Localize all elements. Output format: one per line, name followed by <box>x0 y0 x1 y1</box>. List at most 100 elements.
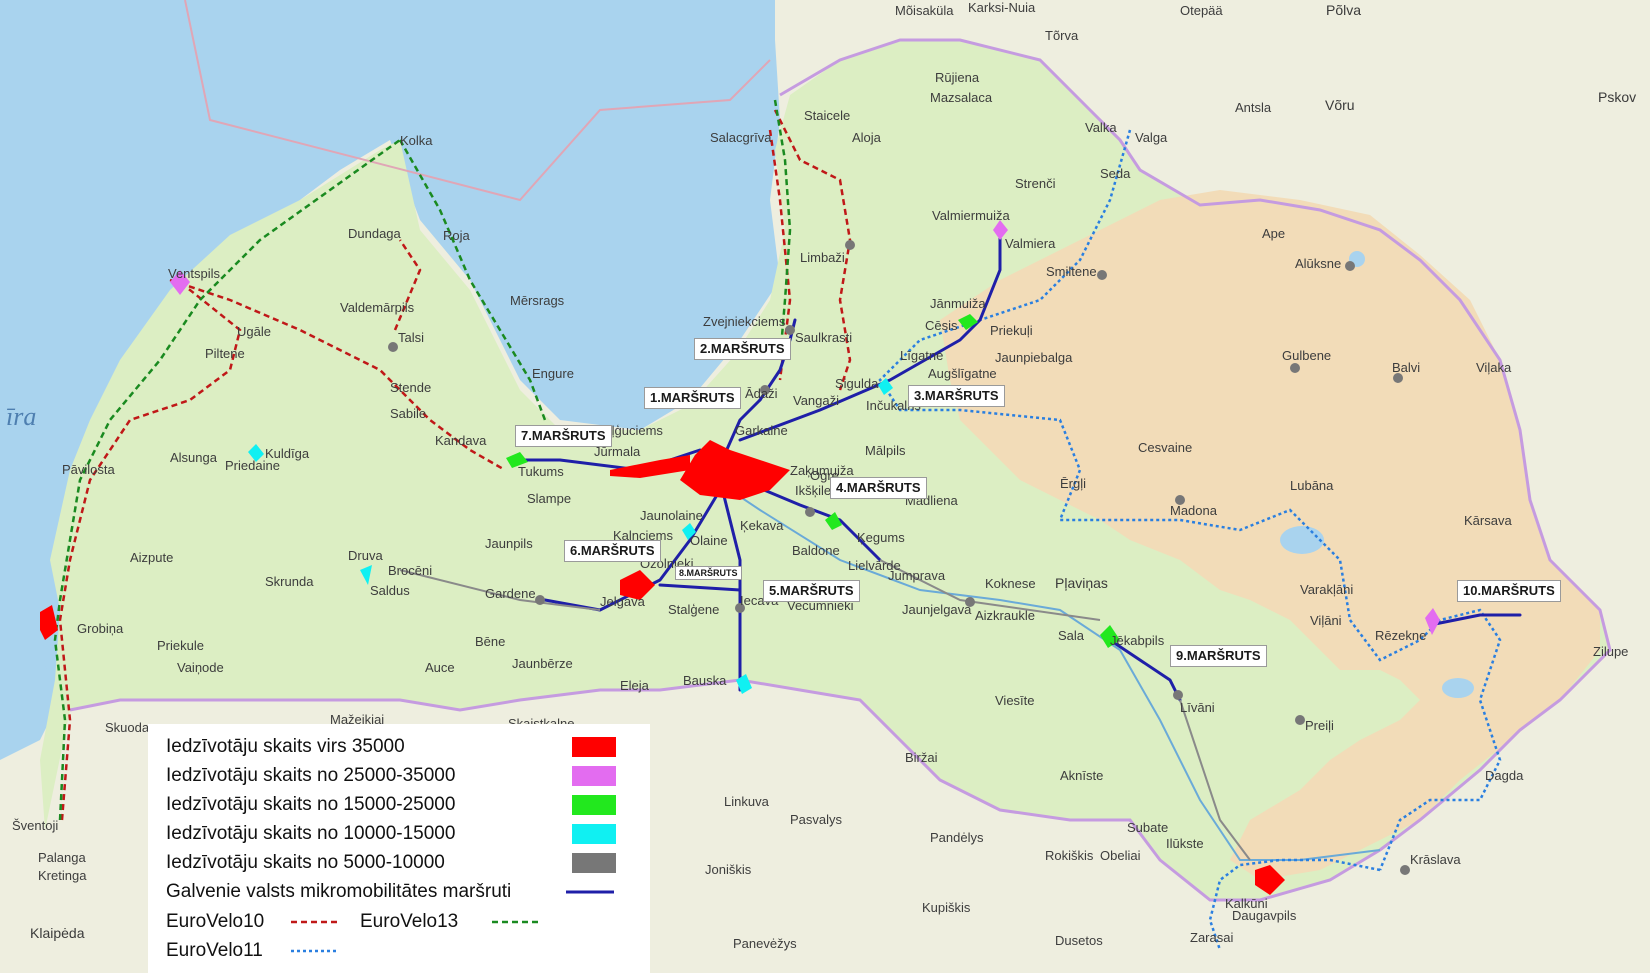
route-7-label: 7.MARŠRUTS <box>515 425 612 447</box>
saldus-marker <box>360 565 372 585</box>
place-label: Priedaine <box>225 458 280 473</box>
route-8-line <box>658 583 742 592</box>
place-label: Obeliai <box>1100 848 1141 863</box>
route-1-label: 1.MARŠRUTS <box>644 387 741 409</box>
smiltene-marker <box>1097 270 1107 280</box>
lake-razna <box>1442 678 1474 698</box>
limbazi-marker <box>845 240 855 250</box>
place-label: Aizkraukle <box>975 608 1035 623</box>
dobele-marker <box>535 595 545 605</box>
place-label: Jēkabpils <box>1110 633 1165 648</box>
jelgava-area <box>620 570 655 600</box>
place-label: Valga <box>1135 130 1168 145</box>
place-label: Pasvalys <box>790 812 843 827</box>
route-3-line <box>738 228 1002 442</box>
place-label: Valdemārpils <box>340 300 415 315</box>
saulkrasti-marker <box>785 325 795 335</box>
place-label: Viesīte <box>995 693 1035 708</box>
place-label: Roja <box>443 228 471 243</box>
place-label: Līvāni <box>1180 700 1215 715</box>
place-label: Priekule <box>157 638 204 653</box>
place-label: Rokiškis <box>1045 848 1094 863</box>
place-label: Vaiņode <box>177 660 224 675</box>
place-label: Panevėžys <box>733 936 797 951</box>
place-label: Ķegums <box>857 530 905 545</box>
place-label: Biržai <box>905 750 938 765</box>
place-label: Pāvilosta <box>62 462 116 477</box>
place-label: Mõisaküla <box>895 3 954 18</box>
place-label: Preiļi <box>1305 718 1334 733</box>
place-label: Strenči <box>1015 176 1056 191</box>
place-label: Valmiermuiža <box>932 208 1011 223</box>
settlements-15000-25000 <box>506 314 1120 648</box>
place-label: Zarasai <box>1190 930 1233 945</box>
gulbene-marker <box>1290 363 1300 373</box>
legend-line-eurovelo10 <box>291 920 337 924</box>
place-label: Dundaga <box>348 226 402 241</box>
place-label: Ape <box>1262 226 1285 241</box>
rezekne-marker <box>1425 608 1440 635</box>
route-10-label: 10.MARŠRUTS <box>1457 580 1561 602</box>
place-label: Stalģene <box>668 602 719 617</box>
place-label: Auce <box>425 660 455 675</box>
place-label: Karksi-Nuia <box>968 0 1036 15</box>
route-6-line <box>543 488 722 612</box>
settlements-25000-35000 <box>170 220 1440 635</box>
place-label: Zaķumuiža <box>790 463 854 478</box>
liepaja-area <box>40 605 58 640</box>
place-label: Ilūkste <box>1166 836 1204 851</box>
place-label: Sabile <box>390 406 426 421</box>
place-label: Jaunolaine <box>640 508 703 523</box>
place-label: Olaine <box>690 533 728 548</box>
route-6-label: 6.MARŠRUTS <box>564 540 661 562</box>
legend-line-main-routes <box>566 890 614 894</box>
kuldiga-marker <box>248 444 264 462</box>
route-8-label: 8.MARŠRUTS <box>675 566 742 580</box>
route-4-line <box>738 478 882 562</box>
place-label: Mažeikiai <box>330 712 384 727</box>
legend-swatch-green <box>572 795 616 815</box>
balvi-marker <box>1393 373 1403 383</box>
place-label: Šventoji <box>12 818 58 833</box>
place-label: Jaunjelgava <box>902 602 972 617</box>
place-label: Kuldīga <box>265 446 310 461</box>
place-label: Ādaži <box>745 386 778 401</box>
legend-pop-25000-35000: Iedzīvotāju skaits no 25000-35000 <box>166 765 456 786</box>
daugavpils-area <box>1255 865 1285 895</box>
place-label: Saulkrasti <box>795 330 852 345</box>
route-10-line <box>1428 613 1522 627</box>
place-label: Druva <box>348 548 383 563</box>
legend-pop-35000-plus: Iedzīvotāju skaits virs 35000 <box>166 736 405 757</box>
place-label: Põlva <box>1326 2 1361 18</box>
place-label: Jelgava <box>600 594 646 609</box>
place-label: Lubāna <box>1290 478 1334 493</box>
place-label: Klaipėda <box>30 925 85 941</box>
ventspils-marker <box>170 270 190 295</box>
route-3-label: 3.MARŠRUTS <box>908 385 1005 407</box>
place-labels: Mõisaküla Karksi-Nuia Tõrva Otepää Põlva… <box>12 0 1636 951</box>
place-label: Kupiškis <box>922 900 971 915</box>
talsi-marker <box>388 342 398 352</box>
place-label: Priekuļi <box>990 323 1033 338</box>
madona-marker <box>1175 495 1185 505</box>
settlements-5000-10000 <box>388 240 1410 875</box>
place-label: Kalkūni <box>1225 896 1268 911</box>
iecava-marker <box>735 603 745 613</box>
place-label: Kretinga <box>38 868 87 883</box>
place-label: Mērsrags <box>510 293 565 308</box>
place-label: Zvejniekciems <box>703 314 786 329</box>
legend-eurovelo13: EuroVelo13 <box>360 911 459 932</box>
place-label: Dusetos <box>1055 933 1103 948</box>
place-label: Stende <box>390 380 431 395</box>
place-label: Zilupe <box>1593 644 1628 659</box>
place-label: Tõrva <box>1045 28 1079 43</box>
highways <box>399 559 1251 861</box>
place-label: Viļaka <box>1476 360 1512 375</box>
place-label: Krāslava <box>1410 852 1461 867</box>
place-label: Ventspils <box>168 266 221 281</box>
valmiera-marker <box>993 220 1008 240</box>
aizkraukle-marker <box>965 597 975 607</box>
route-2-label: 2.MARŠRUTS <box>694 338 791 360</box>
place-label: Kandava <box>435 433 487 448</box>
place-label: Daugavpils <box>1232 908 1297 923</box>
